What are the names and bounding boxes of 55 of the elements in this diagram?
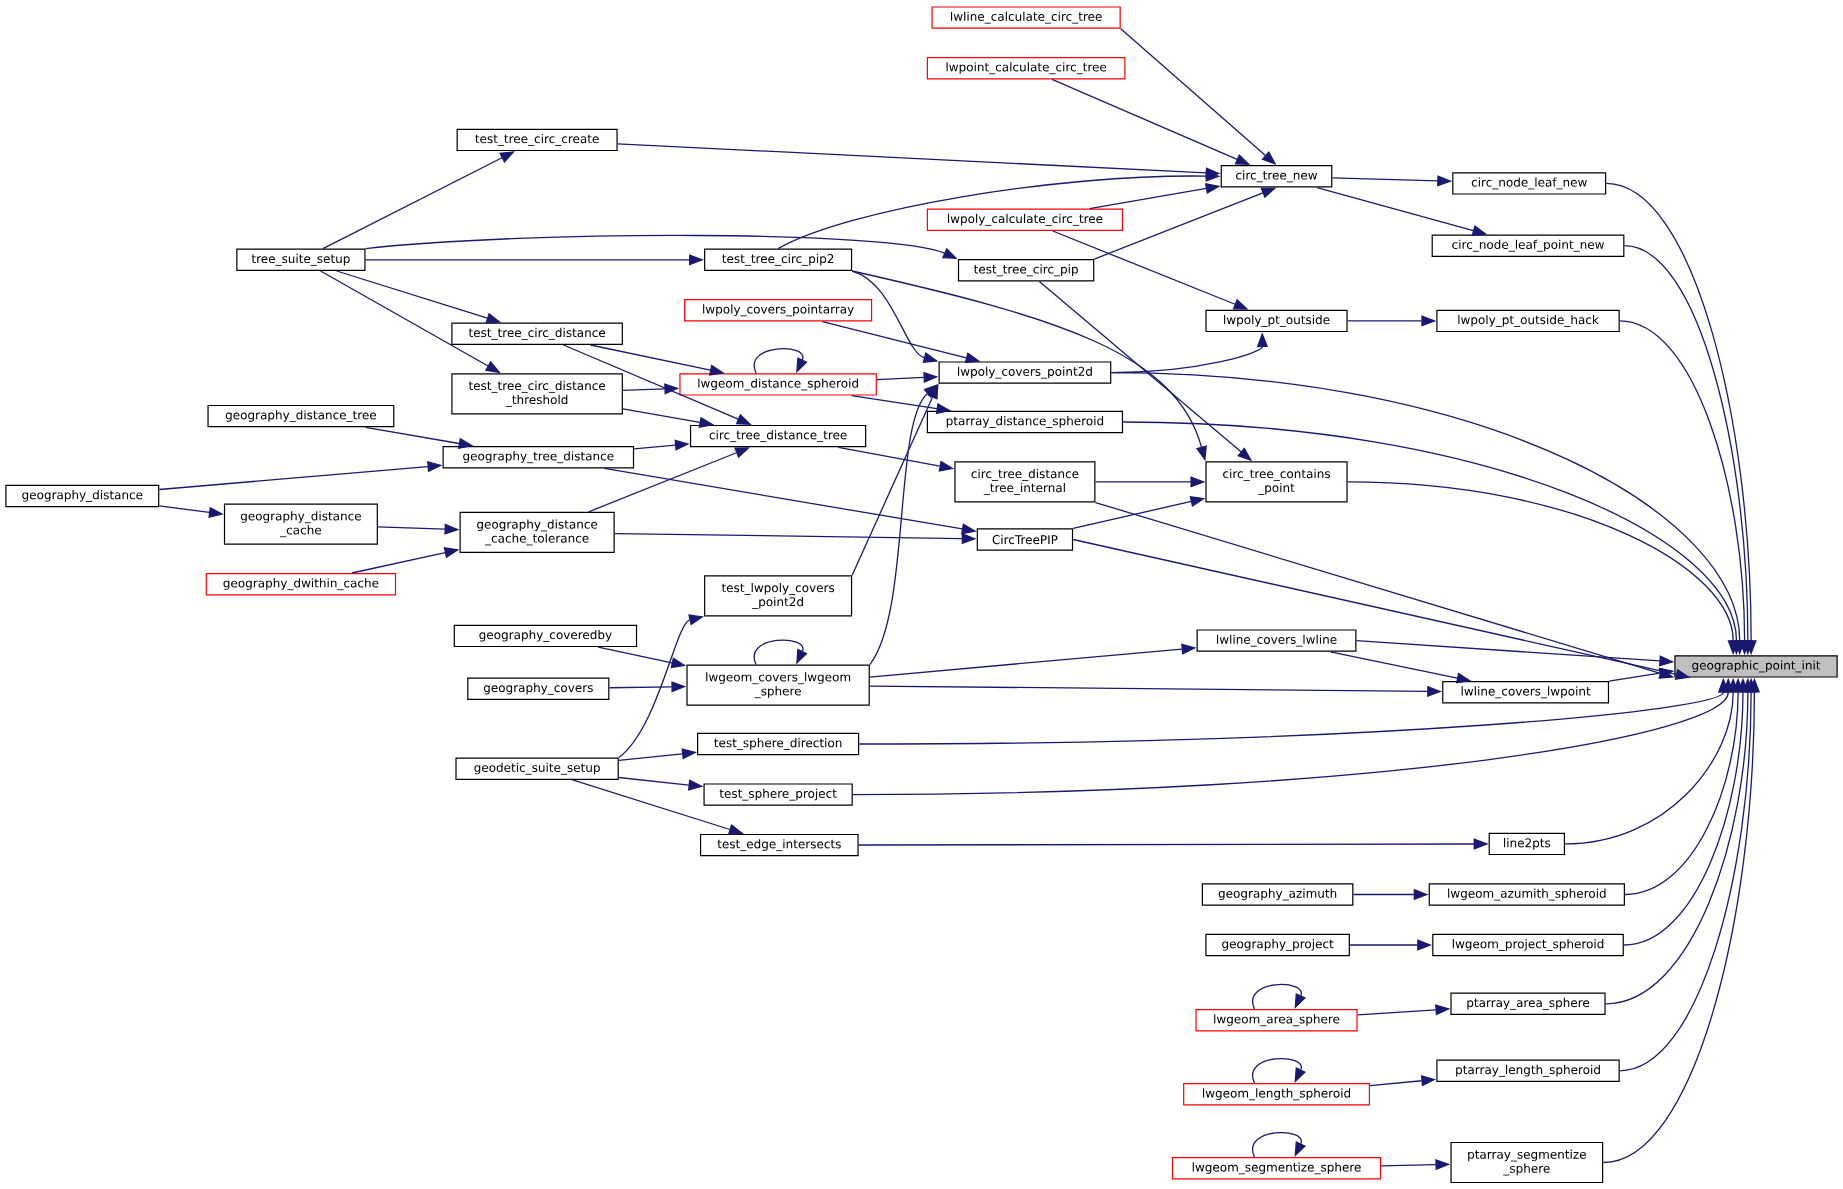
function-box: test_tree_circ_distance _threshold xyxy=(451,373,623,415)
function-box: circ_node_leaf_point_new xyxy=(1431,234,1625,257)
function-box: lwgeom_area_sphere xyxy=(1195,1009,1358,1032)
function-box: ptarray_segmentize _sphere xyxy=(1450,1141,1604,1184)
function-box: geography_coveredby xyxy=(453,624,638,648)
function-box: geography_distance xyxy=(5,484,160,508)
arrow xyxy=(1252,983,1306,1010)
function-box: lwpoly_pt_outside_hack xyxy=(1436,309,1620,333)
function-box: test_lwpoly_covers _point2d xyxy=(704,575,853,617)
function-box: lwpoint_calculate_circ_tree xyxy=(926,57,1126,80)
function-box: line2pts xyxy=(1488,832,1565,856)
arrow xyxy=(1252,1131,1306,1158)
function-box: lwpoly_covers_pointarray xyxy=(684,299,873,322)
function-box: test_tree_circ_distance xyxy=(451,322,623,345)
function-box: lwline_covers_lwline xyxy=(1196,629,1357,652)
function-box: lwgeom_segmentize_sphere xyxy=(1171,1157,1382,1180)
function-box: geography_distance _cache xyxy=(223,503,378,545)
function-box: geography_distance_tree xyxy=(207,404,395,428)
function-box: lwpoly_pt_outside xyxy=(1205,309,1348,333)
function-box: circ_node_leaf_new xyxy=(1452,172,1607,195)
function-box: geography_dwithin_cache xyxy=(205,573,397,596)
function-box: geography_project xyxy=(1205,933,1350,957)
function-box: test_edge_intersects xyxy=(699,833,859,857)
function-box: test_tree_circ_pip2 xyxy=(704,248,853,271)
function-box: test_sphere_project xyxy=(703,783,853,806)
function-box: geographic_point_init xyxy=(1674,655,1838,678)
function-box: lwgeom_azumith_spheroid xyxy=(1428,883,1625,906)
function-box: geodetic_suite_setup xyxy=(455,757,619,780)
function-box: ptarray_distance_spheroid xyxy=(926,410,1124,434)
function-box: geography_distance _cache_tolerance xyxy=(459,511,615,553)
arrow xyxy=(753,639,808,666)
function-box: circ_tree_contains _point xyxy=(1205,461,1348,503)
function-box: circ_tree_distance _tree_internal xyxy=(954,461,1096,503)
function-box: tree_suite_setup xyxy=(236,248,366,271)
function-box: test_sphere_direction xyxy=(697,732,860,756)
function-box: test_tree_circ_create xyxy=(456,128,618,152)
function-box: lwpoly_calculate_circ_tree xyxy=(926,208,1124,231)
function-box: lwgeom_distance_spheroid xyxy=(679,373,877,396)
function-box: lwgeom_covers_lwgeom _sphere xyxy=(686,664,870,706)
function-box: ptarray_length_spheroid xyxy=(1436,1059,1620,1082)
arrow xyxy=(753,348,808,374)
function-box: lwline_calculate_circ_tree xyxy=(931,6,1121,29)
function-box: geography_tree_distance xyxy=(442,446,635,469)
function-box: lwpoly_covers_point2d xyxy=(938,361,1112,384)
function-box: test_tree_circ_pip xyxy=(957,259,1095,282)
function-box: lwgeom_project_spheroid xyxy=(1432,933,1624,957)
function-box: ptarray_area_sphere xyxy=(1450,992,1606,1015)
function-box: circ_tree_distance_tree xyxy=(689,424,867,448)
function-box: circ_tree_new xyxy=(1220,165,1333,188)
arrow xyxy=(1252,1057,1306,1084)
function-box: lwgeom_length_spheroid xyxy=(1183,1083,1370,1106)
function-box: geography_covers xyxy=(467,677,610,700)
function-box: CircTreePIP xyxy=(976,528,1074,551)
function-box: geography_azimuth xyxy=(1201,883,1354,906)
function-box: lwline_covers_lwpoint xyxy=(1442,681,1610,704)
